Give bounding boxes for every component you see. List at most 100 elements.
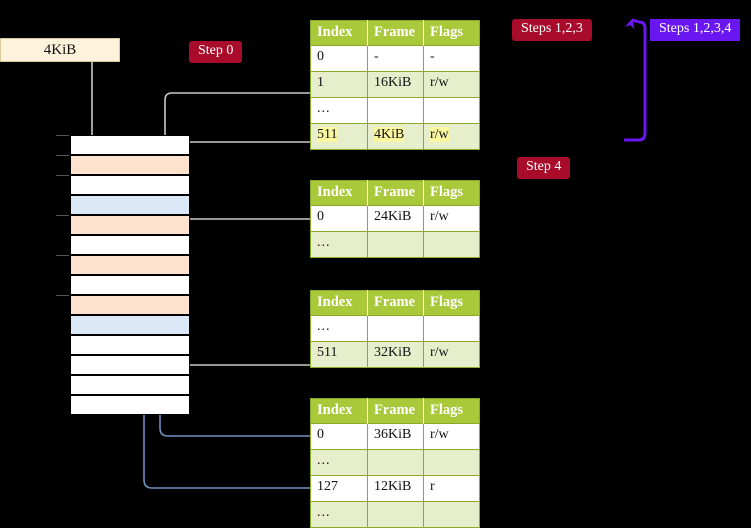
cell-text: 4KiB: [374, 127, 405, 142]
table-row: 511 32KiB r/w: [310, 341, 480, 368]
table-row: 127 12KiB r: [310, 475, 480, 502]
table-cell: r: [423, 475, 480, 502]
table-cell: 4KiB: [367, 123, 424, 150]
memory-frame-row: [70, 315, 190, 335]
column-header-index: Index: [310, 290, 368, 316]
column-header-frame: Frame: [367, 290, 424, 316]
badge-step-4: Step 4: [517, 157, 571, 179]
table-cell: 0: [310, 423, 368, 450]
table-cell: -: [423, 45, 480, 72]
table-cell: ...: [310, 315, 368, 342]
cell-text: 1: [317, 75, 324, 90]
table-cell: r/w: [423, 205, 480, 232]
memory-frame-row: [70, 275, 190, 295]
memory-frame-row: [70, 375, 190, 395]
table-row: ...: [310, 501, 480, 528]
table-cell: 16KiB: [367, 71, 424, 98]
column-header-index: Index: [310, 180, 368, 206]
table-cell: [423, 97, 480, 124]
column-header-frame: Frame: [367, 180, 424, 206]
cell-text: 12KiB: [374, 479, 412, 494]
connector-pt2-row511: [176, 314, 310, 366]
column-header-flags: Flags: [423, 180, 480, 206]
table-cell: [367, 449, 424, 476]
connector-pt0-row511: [177, 141, 310, 156]
memory-frame-row: [70, 235, 190, 255]
table-row: 0 24KiB r/w: [310, 205, 480, 232]
table-body: 0 24KiB r/w...: [310, 205, 480, 258]
table-cell: 511: [310, 341, 368, 368]
table-cell: -: [367, 45, 424, 72]
cell-text: 0: [317, 49, 324, 64]
table-cell: r/w: [423, 341, 480, 368]
table-cell: r/w: [423, 423, 480, 450]
column-header-index: Index: [310, 20, 368, 46]
cell-text: 511: [317, 345, 338, 360]
cell-text: 0: [317, 427, 324, 442]
table-cell: 36KiB: [367, 423, 424, 450]
column-header-flags: Flags: [423, 398, 480, 424]
memory-row-tick: [56, 215, 69, 216]
cell-text: 24KiB: [374, 209, 412, 224]
table-cell: [367, 315, 424, 342]
table-cell: [367, 501, 424, 528]
table-row: ...: [310, 315, 480, 342]
table-cell: 12KiB: [367, 475, 424, 502]
table-cell: [423, 231, 480, 258]
cell-text: r/w: [430, 209, 449, 224]
memory-frame-row: [70, 215, 190, 235]
cell-text: 32KiB: [374, 345, 412, 360]
table-cell: [367, 97, 424, 124]
cell-text: ...: [317, 101, 331, 116]
column-header-index: Index: [310, 398, 368, 424]
column-header-frame: Frame: [367, 398, 424, 424]
table-row: ...: [310, 231, 480, 258]
arrow-steps-loop: [624, 18, 647, 142]
table-cell: r/w: [423, 71, 480, 98]
column-header-frame: Frame: [367, 20, 424, 46]
frame-size-label: 4KiB: [43, 41, 77, 58]
table-row: 0 36KiB r/w: [310, 423, 480, 450]
cell-text: r/w: [430, 345, 449, 360]
cell-text: 511: [317, 127, 338, 142]
table-cell: 511: [310, 123, 368, 150]
badge-steps-1-2-3-4: Steps 1,2,3,4: [650, 19, 741, 41]
memory-frame-row: [70, 175, 190, 195]
frame-size-box: 4KiB: [0, 38, 120, 62]
badge-step-0: Step 0: [189, 41, 243, 63]
cell-text: r/w: [430, 127, 449, 142]
cell-text: ...: [317, 235, 331, 250]
cell-text: 0: [317, 209, 324, 224]
table-cell: 1: [310, 71, 368, 98]
memory-row-tick: [56, 175, 69, 176]
cell-text: 36KiB: [374, 427, 412, 442]
memory-row-tick: [56, 155, 69, 156]
table-cell: ...: [310, 231, 368, 258]
table-row: ...: [310, 97, 480, 124]
memory-frame-row: [70, 255, 190, 275]
cell-text: 127: [317, 479, 338, 494]
badge-steps-1-2-3: Steps 1,2,3: [512, 19, 592, 41]
table-row: 0 - -: [310, 45, 480, 72]
cell-text: -: [374, 49, 379, 64]
cell-text: ...: [317, 319, 331, 334]
memory-frame-row: [70, 335, 190, 355]
cell-text: -: [430, 49, 435, 64]
table-cell: r/w: [423, 123, 480, 150]
table-cell: [367, 231, 424, 258]
cell-text: r/w: [430, 427, 449, 442]
memory-row-tick: [56, 255, 69, 256]
cell-text: ...: [317, 505, 331, 520]
table-cell: 0: [310, 45, 368, 72]
table-cell: [423, 501, 480, 528]
table-cell: ...: [310, 501, 368, 528]
